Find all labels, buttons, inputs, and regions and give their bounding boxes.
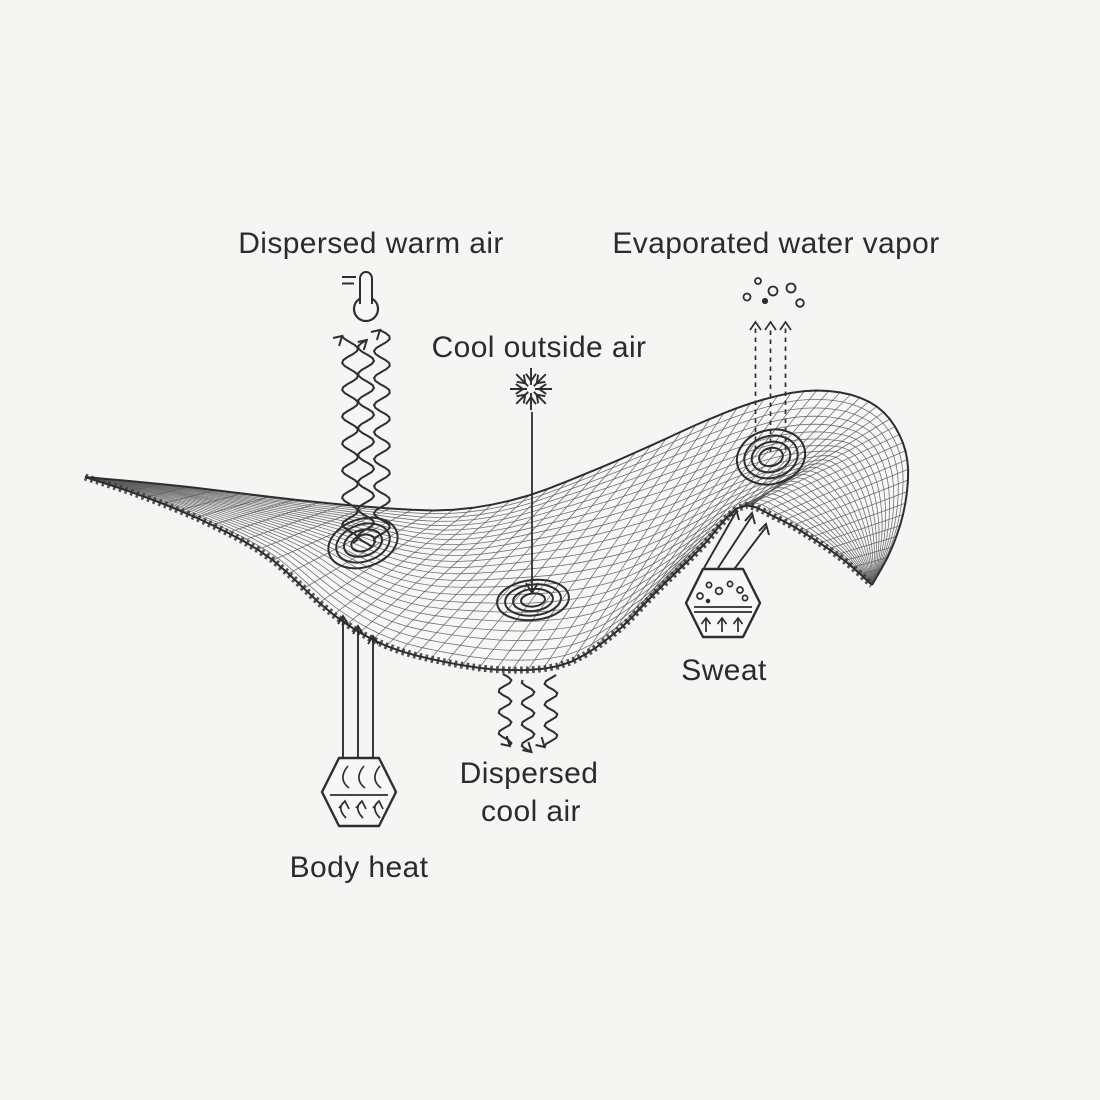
label-evaporated-water-vapor: Evaporated water vapor — [612, 227, 939, 260]
snowflake-icon — [510, 368, 552, 410]
vapor-ripple — [735, 428, 807, 486]
body-heat-hexagon-icon — [320, 756, 398, 828]
label-sweat: Sweat — [681, 654, 767, 687]
cool-air-arrow — [525, 412, 539, 595]
wavy-up-arrows — [332, 328, 391, 548]
label-dispersed-cool-air-line1: Dispersed — [460, 757, 599, 790]
sweat-arrows — [703, 507, 770, 573]
mesh-fabric-surface — [83, 389, 910, 674]
body-heat-arrows — [337, 614, 379, 757]
wavy-down-arrows — [497, 673, 559, 754]
warm-air-ripple — [327, 516, 399, 570]
label-cool-outside-air: Cool outside air — [432, 331, 647, 364]
thermometer-icon — [342, 271, 380, 323]
dashed-up-arrows — [749, 320, 792, 452]
label-dispersed-warm-air: Dispersed warm air — [238, 227, 504, 260]
label-dispersed-cool-air-line2: cool air — [481, 795, 581, 828]
label-body-heat: Body heat — [290, 851, 429, 884]
vapor-bubbles-icon — [742, 277, 805, 308]
sweat-hexagon-icon — [684, 567, 762, 639]
